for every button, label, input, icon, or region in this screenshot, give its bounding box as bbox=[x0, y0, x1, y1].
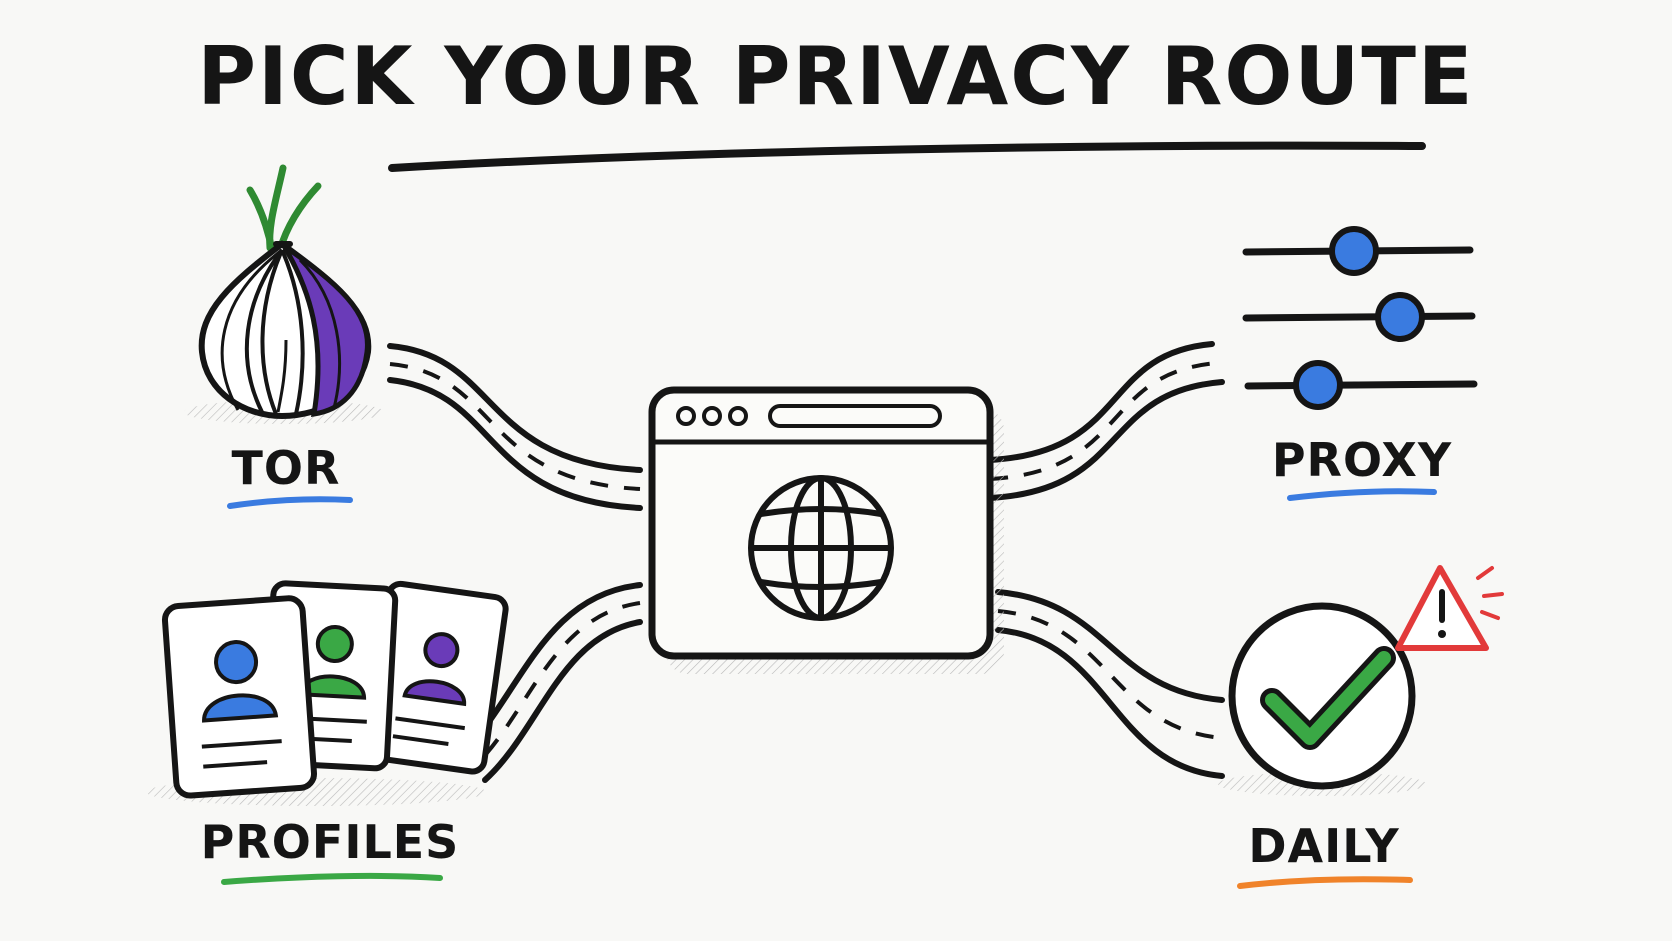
page-title: PICK YOUR PRIVACY ROUTE bbox=[197, 30, 1474, 123]
road-daily bbox=[995, 589, 1225, 779]
daily-label: DAILY bbox=[1248, 819, 1399, 873]
tor-label: TOR bbox=[232, 441, 341, 495]
window-dot-icon bbox=[702, 406, 722, 426]
road-proxy bbox=[987, 341, 1225, 501]
profiles-underline bbox=[221, 872, 443, 885]
tor-underline bbox=[227, 496, 353, 509]
proxy-underline bbox=[1287, 488, 1437, 501]
title-underline bbox=[388, 141, 1426, 172]
road-tor bbox=[387, 343, 643, 511]
window-dot-icon bbox=[728, 406, 748, 426]
slider-knob-icon bbox=[1329, 226, 1379, 276]
profiles-label: PROFILES bbox=[201, 815, 460, 869]
slider-knob-icon bbox=[1293, 360, 1343, 410]
slider-knob-icon bbox=[1375, 292, 1425, 342]
address-bar bbox=[768, 404, 942, 428]
sliders-icon bbox=[1242, 226, 1478, 410]
globe-icon bbox=[748, 475, 894, 621]
window-dot-icon bbox=[676, 406, 696, 426]
onion-icon bbox=[184, 164, 384, 424]
proxy-label: PROXY bbox=[1272, 433, 1452, 487]
browser-window bbox=[648, 386, 1004, 674]
warning-triangle-icon bbox=[1395, 565, 1504, 651]
profile-cards-icon bbox=[146, 580, 509, 806]
checkmark-circle-icon bbox=[1218, 602, 1426, 796]
daily-underline bbox=[1237, 876, 1413, 889]
